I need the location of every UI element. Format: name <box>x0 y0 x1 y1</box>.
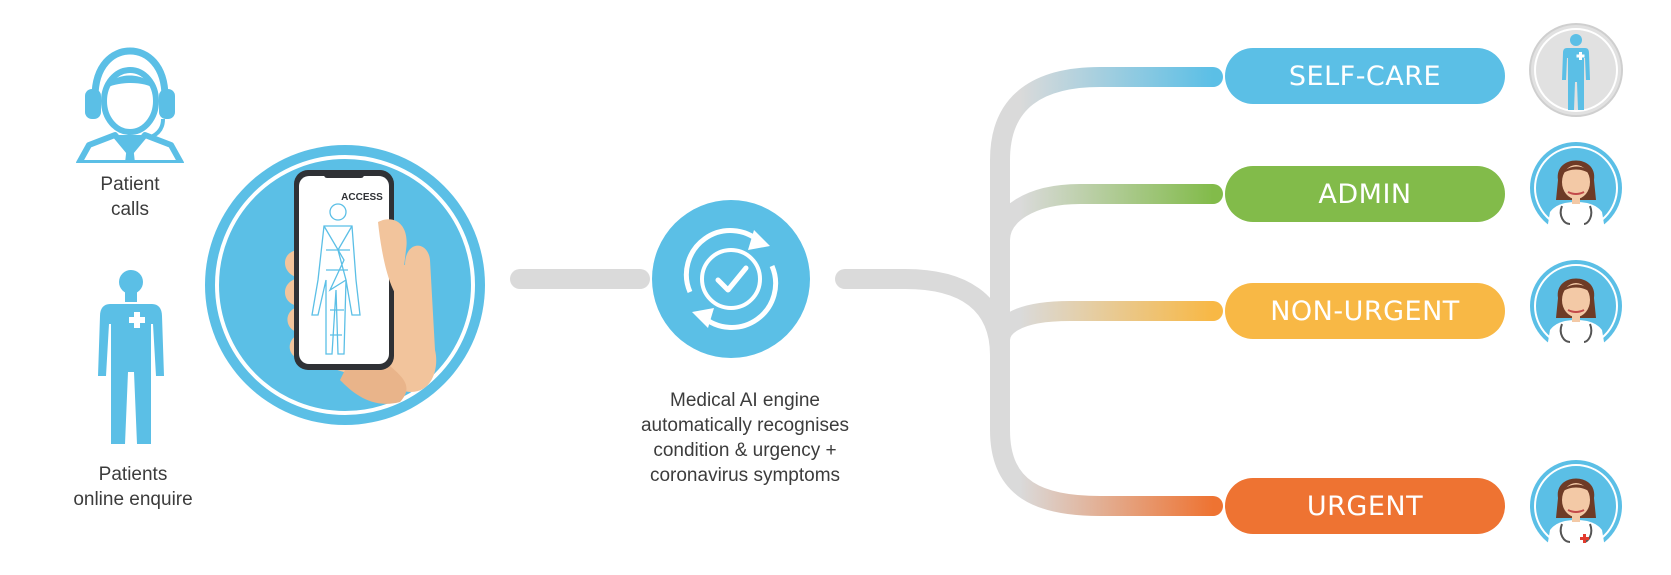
doctor-avatar-admin <box>1530 142 1622 236</box>
ai-engine-description: Medical AI engine automatically recognis… <box>640 390 850 486</box>
patient-body-icon <box>98 270 164 444</box>
outcome-admin: ADMIN <box>1225 166 1505 222</box>
patients-online-label: Patients online enquire <box>73 464 193 510</box>
connector-line-right <box>835 269 1010 365</box>
phone-app-label: ACCESS <box>341 192 383 203</box>
doctor-avatar-urgent <box>1530 460 1622 554</box>
phone-app-illustration: ACCESS <box>205 145 485 425</box>
branch-admin <box>990 184 1223 250</box>
branch-urgent <box>990 350 1223 516</box>
outcome-self-care: SELF-CARE <box>1225 48 1505 104</box>
ai-engine-icon <box>652 200 810 358</box>
doctor-avatar-non-urgent <box>1530 260 1622 354</box>
self-care-patient-icon <box>1529 23 1623 117</box>
outcome-urgent: URGENT <box>1225 478 1505 534</box>
branch-self-care <box>990 67 1223 250</box>
branch-non-urgent <box>990 301 1223 350</box>
patient-calls-label: Patient calls <box>100 174 160 220</box>
outcome-non-urgent: NON-URGENT <box>1225 283 1505 339</box>
call-agent-icon <box>76 47 184 163</box>
